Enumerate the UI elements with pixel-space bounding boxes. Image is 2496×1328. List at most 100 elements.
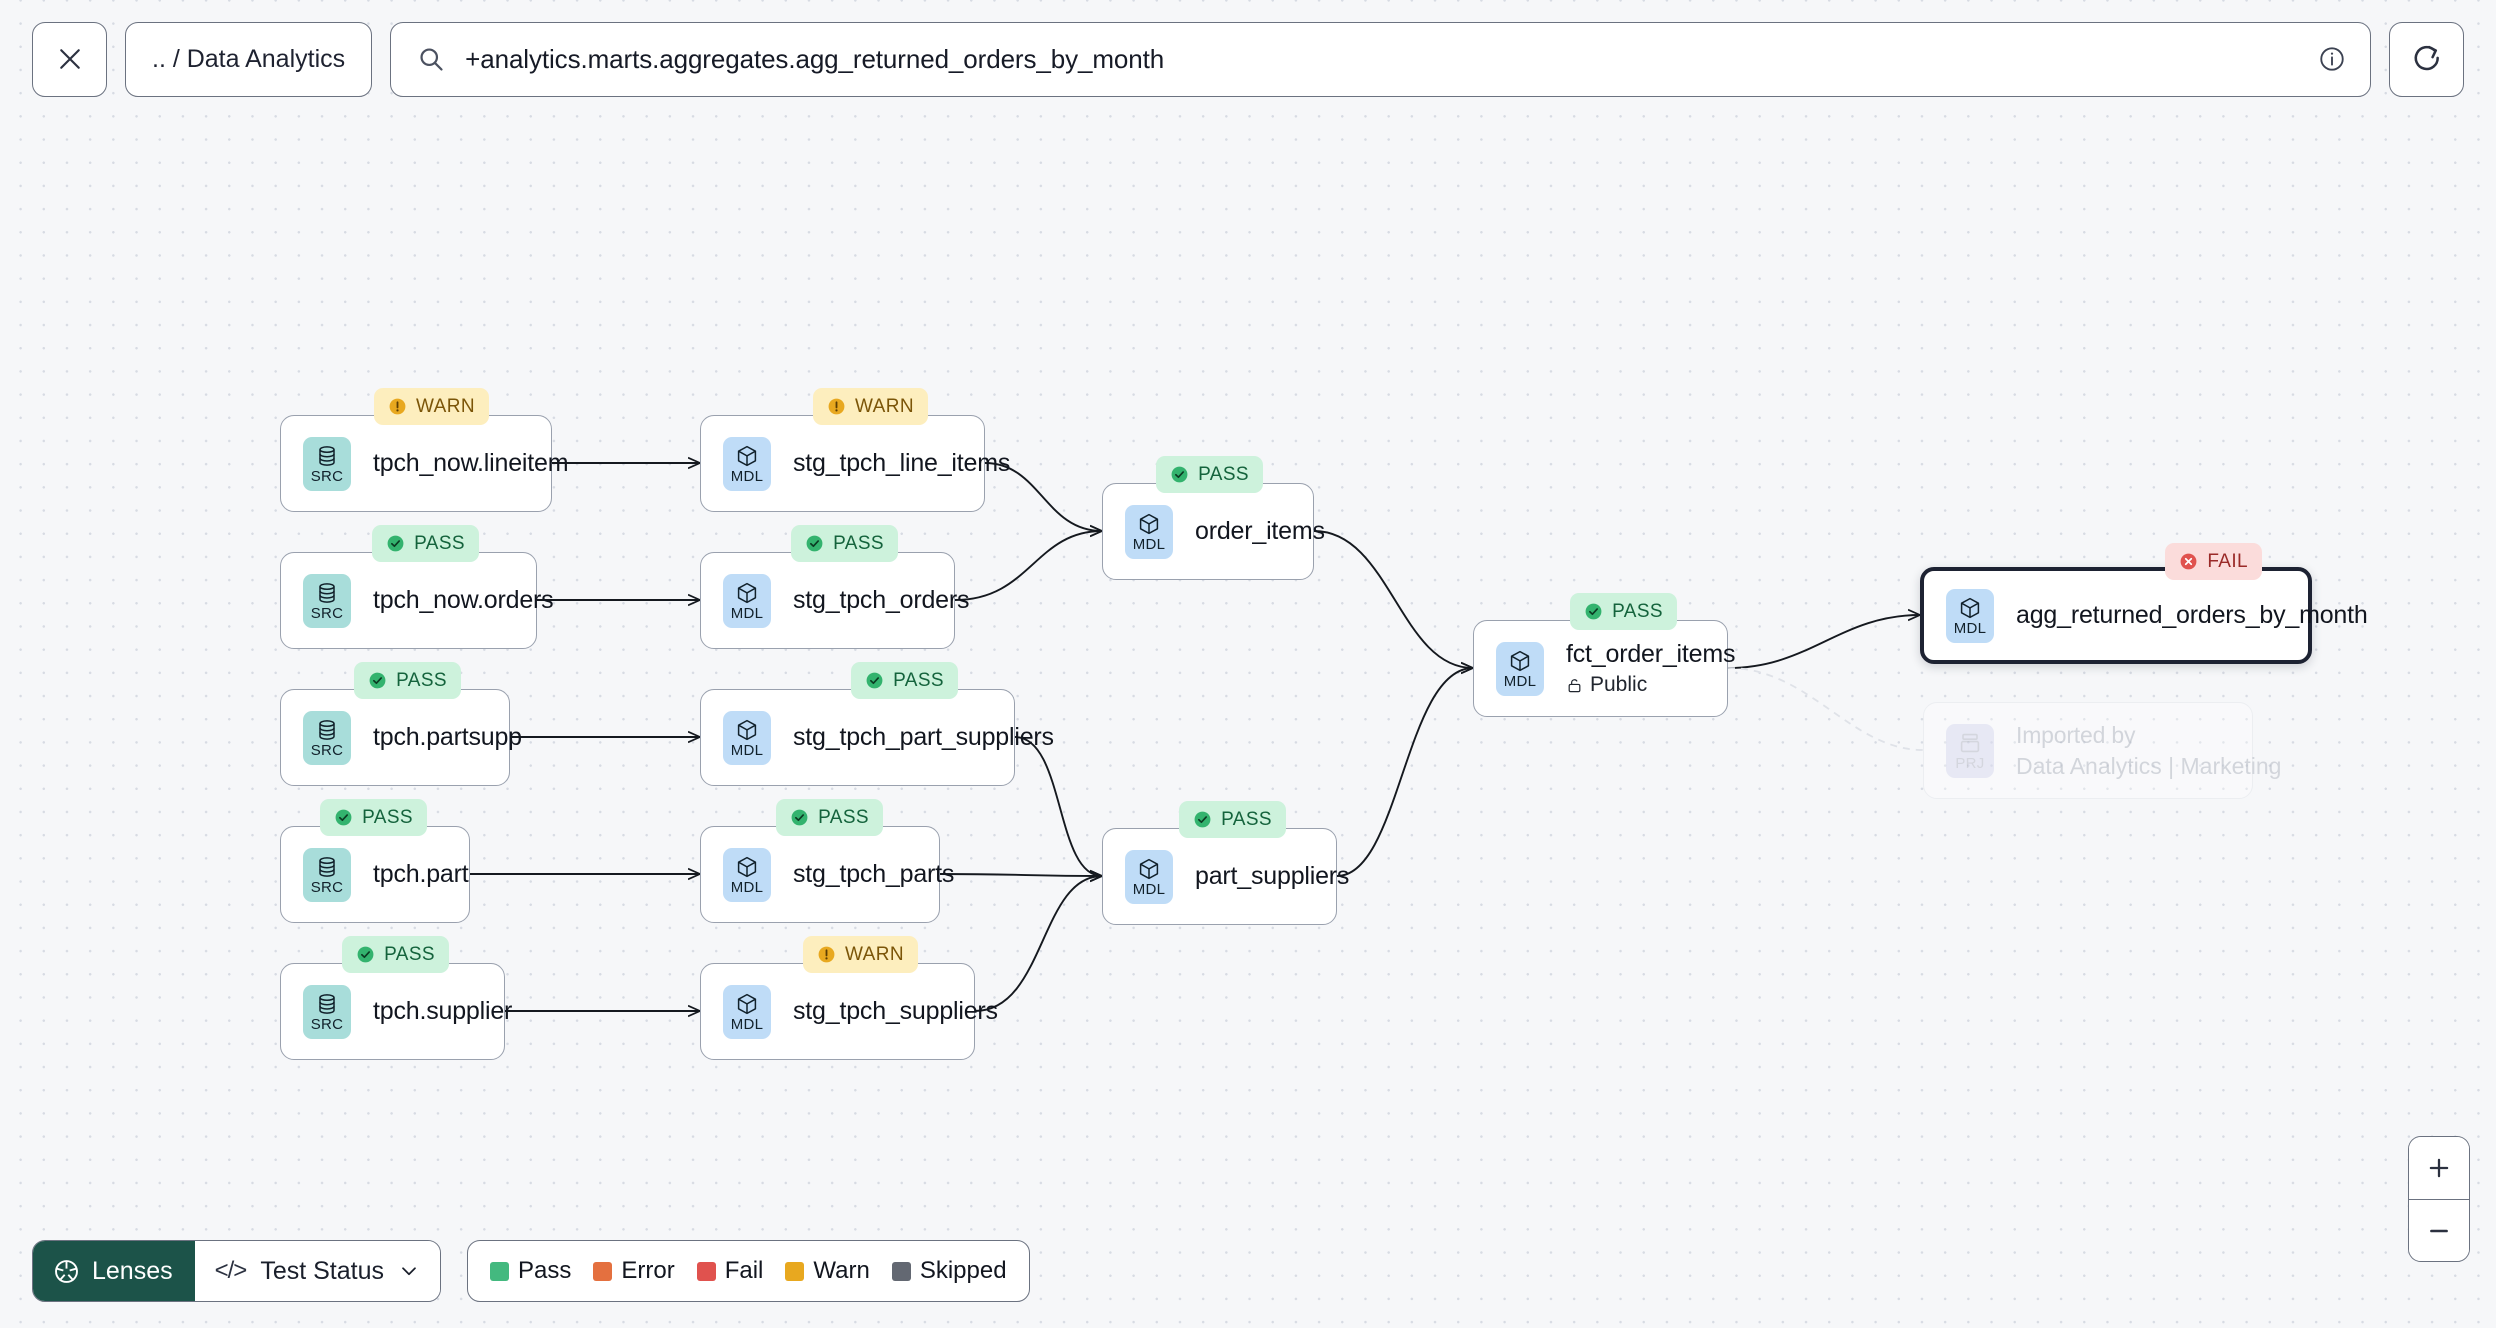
status-badge-warn: WARN — [374, 388, 489, 425]
graph-node-agg_returned_orders_by_month[interactable]: FAIL MDL agg_returned_orders_by_month — [1920, 543, 2368, 664]
check-circle-icon — [335, 809, 352, 826]
edge — [1313, 530, 1473, 668]
status-badge-warn: WARN — [803, 936, 918, 973]
node-kind-label: SRC — [310, 741, 344, 759]
node-kind-label: MDL — [1132, 535, 1166, 553]
status-badge-label: PASS — [384, 943, 435, 965]
node-title: tpch.part — [373, 860, 469, 888]
node-title: tpch.supplier — [373, 997, 513, 1025]
node-title: Imported by — [2016, 721, 2136, 748]
info-icon[interactable] — [2318, 45, 2346, 73]
check-circle-icon — [791, 809, 808, 826]
refresh-button[interactable] — [2389, 21, 2464, 97]
cube-icon — [1139, 858, 1159, 879]
check-circle-icon — [1194, 811, 1211, 828]
database-icon — [319, 993, 335, 1014]
zoom-in-button[interactable] — [2409, 1137, 2469, 1199]
zoom-out-button[interactable] — [2409, 1199, 2469, 1261]
legend-item-error[interactable]: Error — [593, 1257, 675, 1285]
search-icon — [420, 48, 443, 71]
status-badge-label: PASS — [362, 806, 413, 828]
breadcrumb[interactable]: .. / Data Analytics — [125, 21, 373, 97]
status-badge-fail: FAIL — [2165, 543, 2262, 580]
legend-swatch — [891, 1261, 911, 1281]
node-title: tpch_now.lineitem — [373, 449, 569, 477]
check-circle-icon — [387, 535, 404, 552]
node-kind-mdl: MDL — [723, 436, 771, 491]
database-icon — [319, 719, 335, 740]
node-kind-mdl: MDL — [723, 984, 771, 1039]
node-kind-mdl: MDL — [723, 573, 771, 628]
graph-node-tpch_now_orders[interactable]: PASS SRC tpch_now.orders — [280, 525, 554, 649]
node-kind-label: MDL — [1132, 880, 1166, 898]
node-title: stg_tpch_part_suppliers — [793, 723, 1054, 751]
node-body: stg_tpch_parts — [793, 860, 954, 889]
node-body: tpch.supplier — [373, 997, 513, 1026]
cube-icon — [737, 993, 757, 1014]
node-kind-src: SRC — [303, 573, 351, 628]
node-body: tpch.part — [373, 860, 469, 889]
top-toolbar: .. / Data Analytics — [0, 0, 2496, 118]
check-circle-icon — [866, 672, 883, 689]
database-icon — [319, 582, 335, 603]
legend-swatch — [785, 1261, 805, 1281]
graph-node-tpch_supplier[interactable]: PASS SRC tpch.supplier — [280, 936, 513, 1060]
cube-icon — [1510, 650, 1530, 671]
status-badge-pass: PASS — [1156, 456, 1263, 493]
search-input[interactable] — [465, 43, 2298, 75]
test-status-dropdown[interactable]: </> Test Status — [194, 1241, 440, 1301]
node-kind-src: SRC — [303, 847, 351, 902]
node-title: stg_tpch_suppliers — [793, 997, 998, 1025]
lenses-button[interactable]: Lenses — [33, 1241, 195, 1301]
legend-label: Fail — [724, 1257, 764, 1284]
node-body: stg_tpch_suppliers — [793, 997, 998, 1026]
legend-item-fail[interactable]: Fail — [696, 1257, 764, 1285]
check-circle-icon — [1171, 466, 1188, 483]
graph-node-tpch_now_lineitem[interactable]: WARN SRC tpch_now.lineitem — [280, 388, 569, 512]
node-title: agg_returned_orders_by_month — [2016, 601, 2368, 629]
close-button[interactable] — [32, 21, 107, 97]
node-body: part_suppliers — [1195, 862, 1349, 891]
status-badge-label: FAIL — [2207, 550, 2248, 572]
node-kind-src: SRC — [303, 710, 351, 765]
node-body: agg_returned_orders_by_month — [2016, 601, 2368, 630]
node-kind-src: SRC — [303, 436, 351, 491]
legend-item-skipped[interactable]: Skipped — [891, 1257, 1007, 1285]
node-kind-mdl: MDL — [1125, 849, 1173, 904]
node-kind-src: SRC — [303, 984, 351, 1039]
graph-node-part_suppliers[interactable]: PASS MDL part_suppliers — [1102, 801, 1349, 925]
status-badge-label: PASS — [1612, 600, 1663, 622]
status-badge-pass: PASS — [1570, 593, 1677, 630]
status-badge-pass: PASS — [372, 525, 479, 562]
refresh-icon — [2414, 45, 2439, 71]
status-badge-label: WARN — [416, 395, 475, 417]
node-kind-label: MDL — [730, 741, 764, 759]
minus-icon — [2430, 1229, 2448, 1232]
node-body: stg_tpch_part_suppliers — [793, 723, 1054, 752]
legend-swatch — [696, 1261, 716, 1281]
legend-label: Skipped — [919, 1257, 1007, 1284]
edge — [954, 531, 1102, 601]
node-title: tpch_now.orders — [373, 586, 554, 614]
status-badge-label: PASS — [1221, 808, 1272, 830]
node-kind-label: PRJ — [1955, 754, 1985, 772]
legend-item-pass[interactable]: Pass — [490, 1257, 571, 1285]
graph-node-stg_tpch_suppliers[interactable]: WARN MDL stg_tpch_suppliers — [700, 936, 998, 1060]
check-circle-icon — [806, 535, 823, 552]
graph-node-tpch_part[interactable]: PASS SRC tpch.part — [280, 799, 470, 923]
node-kind-mdl: MDL — [1946, 588, 1994, 643]
node-kind-label: MDL — [730, 467, 764, 485]
search-bar[interactable] — [390, 21, 2371, 97]
legend-item-warn[interactable]: Warn — [785, 1257, 870, 1285]
status-badge-warn: WARN — [813, 388, 928, 425]
lock-open-icon — [1568, 678, 1581, 692]
